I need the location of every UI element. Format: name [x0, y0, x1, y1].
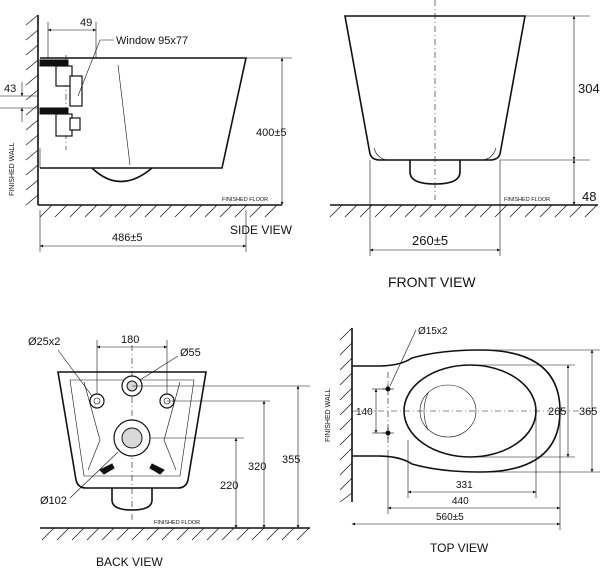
- front-dim-260: 260±5: [412, 233, 448, 248]
- top-dim-331: 331: [456, 480, 473, 491]
- back-hole-left: [89, 393, 105, 409]
- back-dim-holes: Ø25x2: [28, 336, 60, 348]
- side-floor: [38, 204, 282, 218]
- side-dim-400: 400±5: [256, 127, 287, 139]
- side-dim-43: 43: [4, 83, 16, 95]
- back-dim-outlet: Ø102: [40, 495, 67, 507]
- front-dim-304: 304: [578, 81, 600, 96]
- side-wall: [25, 14, 39, 206]
- back-dim-320: 320: [248, 461, 266, 473]
- top-dim-440: 440: [452, 496, 469, 507]
- front-bowl: [344, 15, 526, 161]
- top-view-title: TOP VIEW: [430, 541, 489, 555]
- front-view: 304 48 FINISHED FLOOR 260±5 FRONT VIEW: [329, 0, 600, 290]
- top-dim-560: 560±5: [436, 512, 464, 523]
- back-floor: [40, 527, 310, 541]
- side-bowl-base: [91, 167, 153, 183]
- top-dim-140: 140: [356, 407, 373, 418]
- front-view-title: FRONT VIEW: [388, 274, 476, 290]
- back-dim-180: 180: [121, 334, 139, 346]
- top-dim-265: 265: [548, 406, 566, 418]
- back-view: 180 Ø25x2 Ø55 Ø102 FINISHED FLOOR: [28, 334, 310, 569]
- side-bowl: [40, 57, 247, 169]
- side-floor-label: FINISHED FLOOR: [222, 197, 268, 203]
- side-dim-486: 486±5: [112, 232, 143, 244]
- side-wall-label: FINISHED WALL: [9, 142, 16, 196]
- back-bowl: [57, 371, 207, 489]
- back-view-title: BACK VIEW: [96, 555, 163, 569]
- top-view: FINISHED WALL Ø15x2 140 265 365: [325, 326, 600, 555]
- top-dim-holes: Ø15x2: [418, 326, 448, 337]
- top-wall-label: FINISHED WALL: [325, 388, 332, 442]
- top-wall: [339, 327, 353, 503]
- top-dim-365: 365: [579, 406, 597, 418]
- back-dim-220: 220: [220, 480, 238, 492]
- front-dim-48: 48: [582, 189, 596, 204]
- side-view-title: SIDE VIEW: [230, 223, 293, 237]
- side-view: 49 Window 95x77 43 FINISHED WALL 400±5 F…: [0, 14, 293, 252]
- back-dim-355: 355: [282, 454, 300, 466]
- back-floor-label: FINISHED FLOOR: [154, 520, 200, 526]
- side-dim-49: 49: [80, 17, 92, 29]
- front-floor-label: FINISHED FLOOR: [504, 197, 550, 203]
- side-window-label: Window 95x77: [116, 35, 188, 47]
- side-fittings: [39, 59, 83, 137]
- front-floor: [329, 204, 598, 218]
- back-dim-inlet: Ø55: [180, 347, 201, 359]
